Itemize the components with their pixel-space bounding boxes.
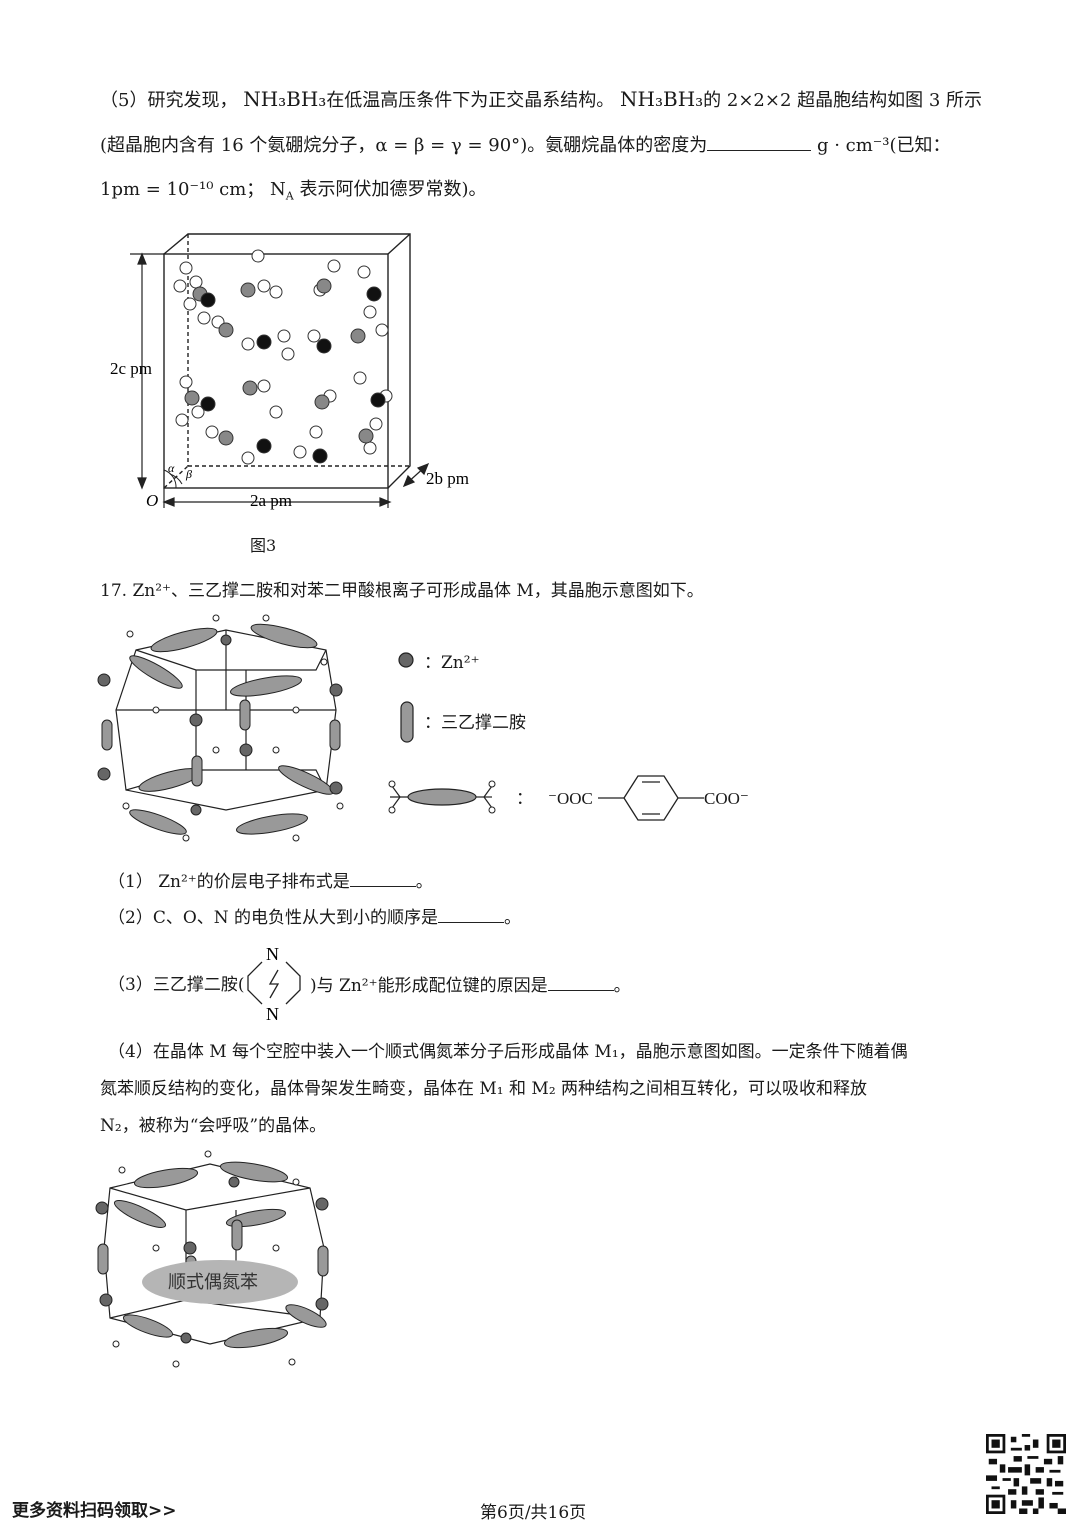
- page-number: 第6页/共16页: [480, 1503, 587, 1523]
- q17-part4-line2: 氮苯顺反结构的变化，晶体骨架发生畸变，晶体在 M₁ 和 M₂ 两种结构之间相互转…: [100, 1079, 868, 1099]
- label-beta: β: [185, 467, 192, 481]
- q16-5-line2: (超晶胞内含有 16 个氨硼烷分子，α = β = γ = 90°)。氨硼烷晶体…: [100, 132, 951, 159]
- legend-coo: COO⁻: [704, 789, 749, 808]
- zn-ion-icon: [398, 652, 414, 668]
- label-origin: O: [146, 491, 158, 510]
- figure-crystal-m: [97, 614, 344, 842]
- terephthalate-linker-icon: [388, 780, 496, 814]
- legend-colon: ：: [516, 789, 533, 809]
- answer-blank-2[interactable]: [438, 904, 505, 923]
- legend-zn: ：Zn²⁺: [424, 653, 480, 673]
- label-2b: 2b pm: [426, 469, 469, 488]
- q17-part1: （1） Zn²⁺的价层电子排布式是。: [108, 868, 433, 895]
- q16-5-line3: 1pm = 10⁻¹⁰ cm； NA 表示阿伏加德罗常数)。: [100, 179, 487, 203]
- q16-5-line1: （5）研究发现， NH₃BH₃在低温高压条件下为正交晶系结构。 NH₃BH₃的 …: [100, 87, 983, 111]
- q17-part4-line3: N₂，被称为“会呼吸”的晶体。: [100, 1116, 327, 1136]
- label-2a: 2a pm: [250, 491, 292, 510]
- answer-blank-1[interactable]: [349, 868, 416, 887]
- q17-part2: （2）C、O、N 的电负性从大到小的顺序是。: [108, 904, 521, 931]
- cis-azobenzene-label: 顺式偶氮苯: [168, 1272, 258, 1293]
- q17-part3-b: )与 Zn²⁺能形成配位键的原因是。: [310, 972, 631, 999]
- answer-blank-density[interactable]: [707, 132, 812, 151]
- qr-code-icon[interactable]: [986, 1434, 1066, 1514]
- legend-dabco: ：三乙撑二胺: [424, 713, 526, 733]
- dabco-linker-icon: [400, 701, 414, 743]
- footer-promo-link[interactable]: 更多资料扫码领取>>: [12, 1501, 177, 1521]
- dabco-structure-icon: N N: [247, 944, 301, 1024]
- molecule-cluster: [173, 249, 393, 465]
- q17-stem: 17. Zn²⁺、三乙撑二胺和对苯二甲酸根离子可形成晶体 M，其晶胞示意图如下。: [100, 581, 704, 601]
- label-alpha: α: [168, 461, 175, 475]
- benzene-ring-icon: [598, 775, 704, 821]
- answer-blank-3[interactable]: [547, 972, 614, 991]
- n-bottom: N: [266, 1004, 279, 1024]
- q17-part4-line1: （4）在晶体 M 每个空腔中装入一个顺式偶氮苯分子后形成晶体 M₁，晶胞示意图如…: [108, 1042, 908, 1062]
- n-top: N: [266, 944, 279, 964]
- figure-3-caption: 图3: [250, 536, 277, 555]
- legend-ooc: ⁻OOC: [548, 789, 593, 808]
- q17-part3-a: （3）三乙撑二胺(: [108, 975, 245, 995]
- label-2c: 2c pm: [110, 359, 152, 378]
- figure-3-supercell: 2c pm 2a pm 2b pm O α β: [110, 233, 469, 510]
- figure-crystal-m1: 顺式偶氮苯: [95, 1150, 329, 1368]
